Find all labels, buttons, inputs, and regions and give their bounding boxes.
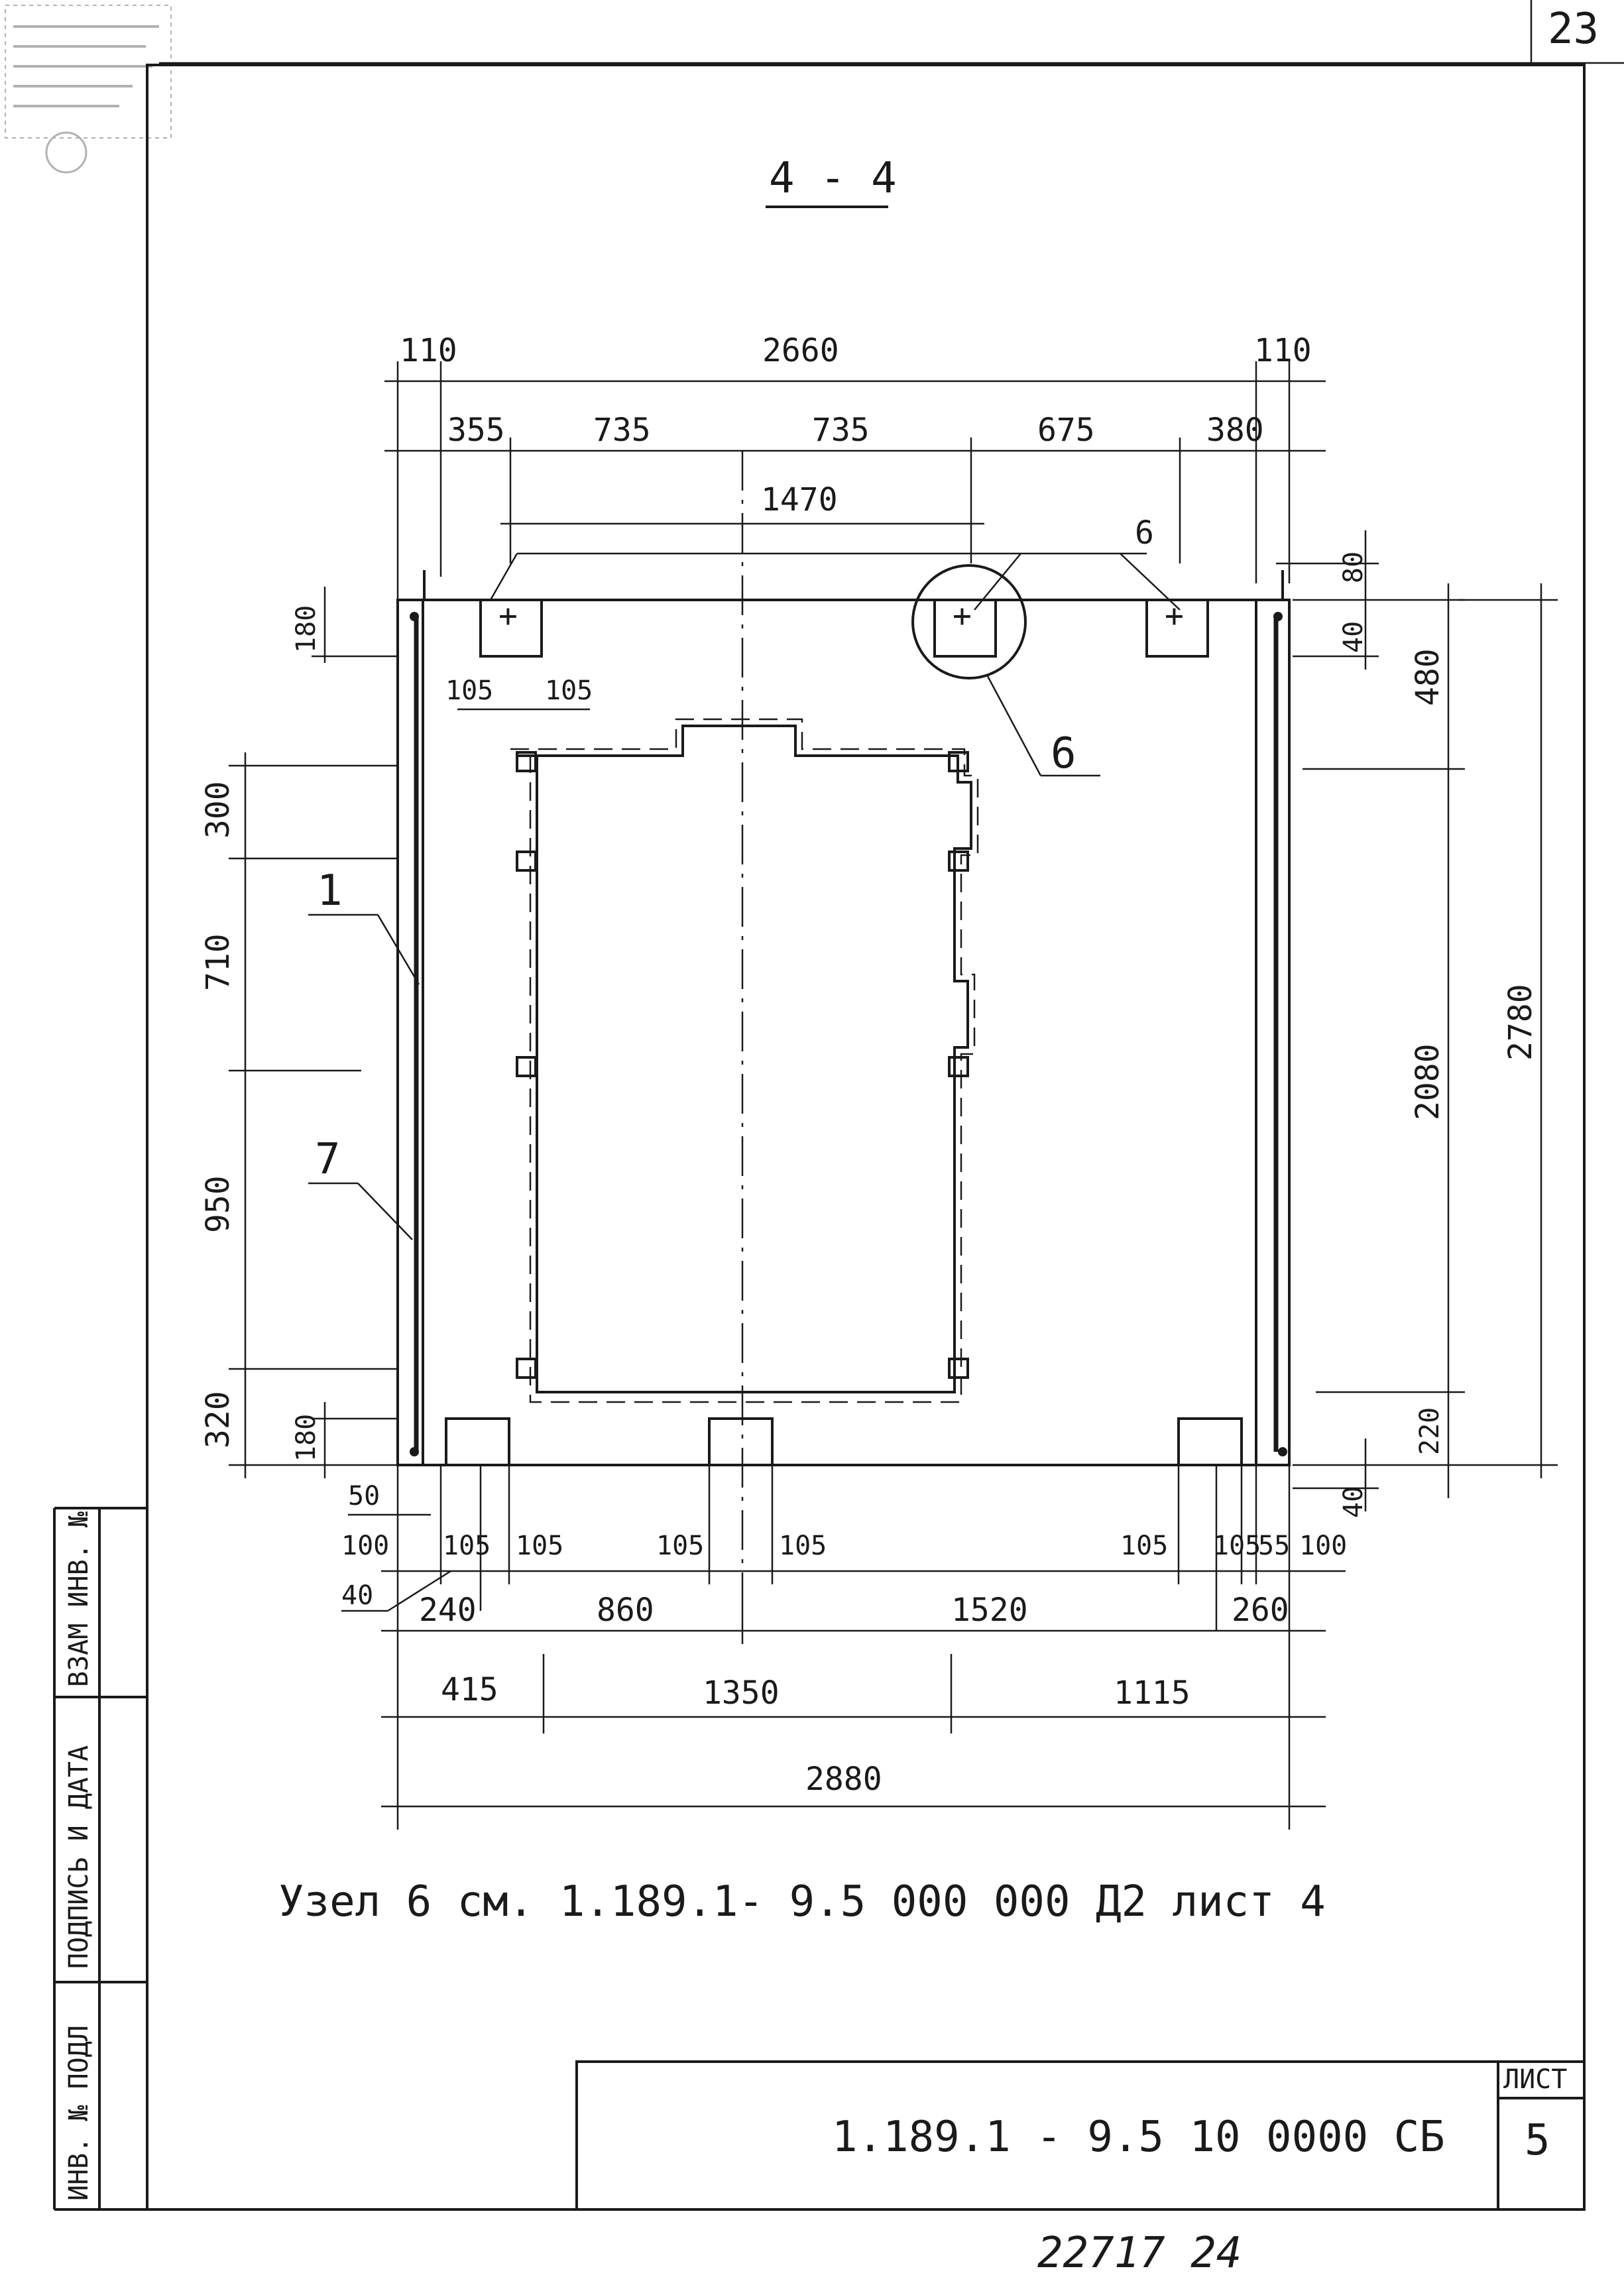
inventory-footer: 22717 24 (1037, 2229, 1242, 2278)
title-block: ЛИСТ 5 1.189.1 - 9.5 10 0000 СБ (575, 2060, 1586, 2211)
dim-100-right: 100 (1299, 1531, 1347, 1561)
dim-1115: 1115 (1114, 1675, 1190, 1712)
dim-105-top-b: 105 (545, 676, 593, 706)
dim-415: 415 (441, 1671, 498, 1708)
dim-355: 355 (447, 412, 505, 449)
dim-710: 710 (200, 933, 237, 991)
dim-735-a: 735 (593, 412, 651, 449)
stamp-signature-date: ПОДПИСЬ И ДАТА (64, 1745, 94, 1969)
dim-105-b1: 105 (443, 1531, 491, 1561)
dim-220: 220 (1415, 1407, 1445, 1455)
dim-105-top-a: 105 (445, 676, 493, 706)
dim-2660: 2660 (762, 332, 839, 369)
dim-105-b4: 105 (779, 1531, 827, 1561)
dim-105-b3: 105 (656, 1531, 704, 1561)
dim-1470: 1470 (761, 481, 838, 518)
left-dimensions: 300 710 950 320 180 180 1 7 (200, 587, 420, 1478)
svg-text:+: + (1165, 597, 1184, 634)
archive-stamp (5, 5, 172, 174)
reference-note: Узел 6 см. 1.189.1- 9.5 000 000 Д2 лист … (278, 1877, 1326, 1926)
dim-40-left: 40 (341, 1580, 373, 1611)
callout-1: 1 (317, 866, 343, 915)
dim-50: 50 (348, 1481, 380, 1511)
bottom-dimensions: 105 105 105 105 105 105 55 100 50 100 40… (341, 1465, 1347, 1830)
inner-frame (510, 718, 979, 1403)
dim-105-b6: 105 (1213, 1531, 1261, 1561)
dim-105-b5: 105 (1120, 1531, 1168, 1561)
dim-2080: 2080 (1409, 1043, 1446, 1120)
svg-text:+: + (498, 597, 518, 634)
dim-40-top: 40 (1338, 621, 1369, 653)
dim-180-top: 180 (291, 605, 321, 653)
dim-180-bottom: 180 (291, 1414, 321, 1462)
stamp-inv-podl: ИНВ. № ПОДЛ (64, 2025, 94, 2201)
dim-300: 300 (200, 781, 237, 839)
dim-860: 860 (597, 1592, 654, 1629)
stamp-replaced-inv: ВЗАМ ИНВ. № (64, 1511, 94, 1687)
detail-6-circle (911, 564, 1027, 679)
dim-2880: 2880 (805, 1761, 882, 1798)
dim-320: 320 (200, 1391, 237, 1448)
callout-6-detail: 6 (1051, 729, 1076, 778)
top-pads: + + + (479, 564, 1209, 679)
sheet-number: 5 (1525, 2116, 1550, 2165)
enclosure-outline (396, 570, 1291, 1466)
page-number: 23 (1548, 5, 1599, 54)
bottom-pads (445, 1417, 1243, 1466)
right-dimensions: 80 40 480 2080 220 40 2780 (1276, 530, 1558, 1518)
svg-text:+: + (953, 597, 972, 634)
dim-735-b: 735 (812, 412, 870, 449)
callout-7: 7 (315, 1135, 341, 1184)
sheet-label: ЛИСТ (1503, 2064, 1567, 2095)
dim-80: 80 (1338, 552, 1369, 583)
dim-40-bottom: 40 (1338, 1486, 1369, 1518)
side-stamp: ИНВ. № ПОДЛ ПОДПИСЬ И ДАТА ВЗАМ ИНВ. № (53, 1507, 147, 2211)
dim-100-left: 100 (341, 1531, 389, 1561)
dim-110-right: 110 (1254, 332, 1312, 369)
dim-240: 240 (419, 1592, 477, 1629)
dim-110-left: 110 (400, 332, 457, 369)
top-dimensions: 110 2660 110 355 735 735 675 380 1470 6 … (384, 332, 1326, 711)
drawing-designation: 1.189.1 - 9.5 10 0000 СБ (832, 2113, 1445, 2162)
callout-6-top: 6 (1135, 514, 1154, 552)
dim-480: 480 (1409, 648, 1446, 706)
dim-260: 260 (1232, 1592, 1289, 1629)
dim-1350: 1350 (703, 1675, 780, 1712)
dim-675: 675 (1037, 412, 1095, 449)
dim-1520: 1520 (951, 1592, 1028, 1629)
dim-55: 55 (1258, 1531, 1290, 1561)
dim-950: 950 (200, 1175, 237, 1233)
dim-2780: 2780 (1502, 984, 1539, 1061)
section-title: 4 - 4 (769, 154, 897, 203)
dim-105-b2: 105 (516, 1531, 563, 1561)
dim-380: 380 (1206, 412, 1264, 449)
